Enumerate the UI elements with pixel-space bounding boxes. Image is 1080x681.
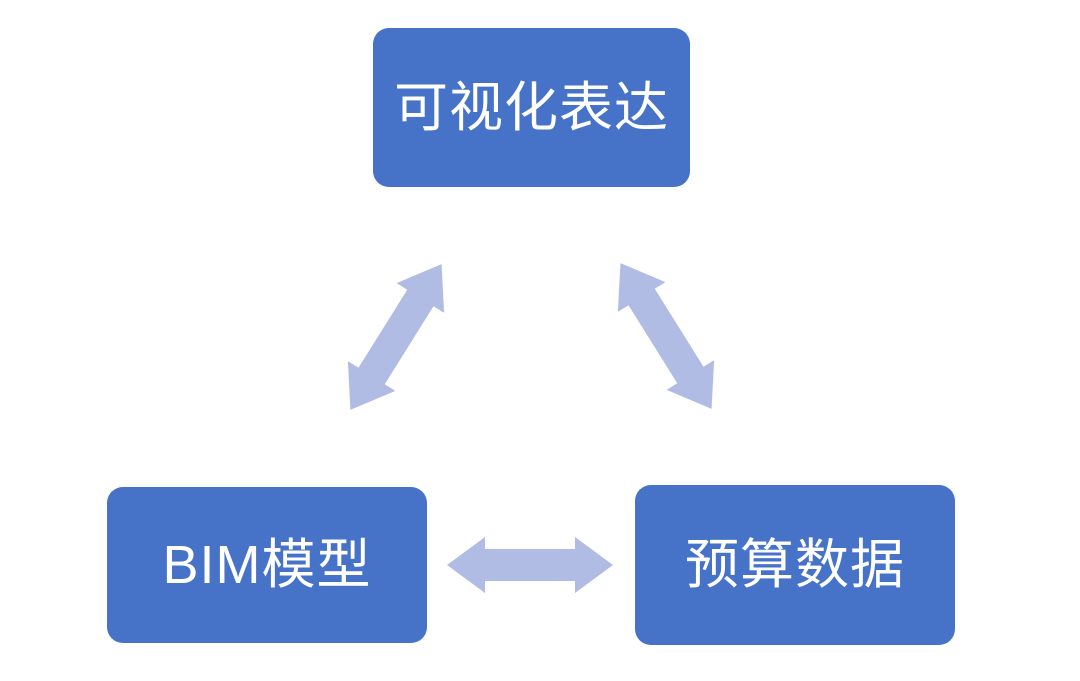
double-arrow-shape [447,537,613,593]
double-arrow-shape [347,264,445,410]
double-arrow-visualization-bim [327,249,466,425]
node-budget-data: 预算数据 [635,485,955,645]
node-budget-data-label: 预算数据 [685,535,905,595]
node-bim-model-label: BIM模型 [162,535,372,595]
double-arrow-visualization-budget [597,248,736,424]
node-visualization: 可视化表达 [373,28,690,187]
node-bim-model: BIM模型 [107,487,427,643]
double-arrow-bim-budget [447,537,613,593]
double-arrow-shape [617,263,715,409]
node-visualization-label: 可视化表达 [394,77,669,138]
